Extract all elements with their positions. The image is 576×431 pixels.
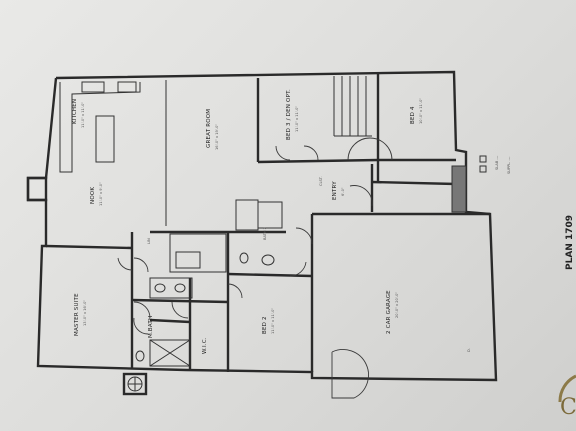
room-label-bed4: BED 4 <box>410 106 416 124</box>
svg-text:10'-0" x 11'-0": 10'-0" x 11'-0" <box>419 98 423 124</box>
svg-text:6'-0": 6'-0" <box>341 187 345 196</box>
svg-text:11'-0" x 11'-0": 11'-0" x 11'-0" <box>81 102 85 128</box>
svg-text:CLST.: CLST. <box>319 176 323 186</box>
room-label-bed3: BED 3 / DEN OPT. <box>286 89 292 140</box>
room-label-bed2: BED 2 <box>262 316 268 334</box>
svg-text:11'-0" x 9'-0": 11'-0" x 9'-0" <box>99 182 103 206</box>
room-label-entry: ENTRY <box>332 181 338 200</box>
exterior-walls <box>26 70 498 382</box>
svg-text:20'-0" x 20'-0": 20'-0" x 20'-0" <box>395 292 399 318</box>
builder-logo: C <box>558 374 576 420</box>
interior-walls <box>45 74 490 396</box>
room-label-nook: NOOK <box>90 187 96 204</box>
room-label-kitchen: KITCHEN <box>72 99 78 124</box>
svg-text:BATH 2: BATH 2 <box>263 227 267 240</box>
plan-title: PLAN 1709 <box>565 215 575 270</box>
room-labels: KITCHEN 11'-0" x 11'-0" NOOK 11'-0" x 9'… <box>72 89 423 354</box>
door-swings <box>117 137 393 399</box>
logo-letter: C <box>560 395 576 420</box>
svg-text:16'-0" x 19'-0": 16'-0" x 19'-0" <box>215 124 219 150</box>
svg-text:13'-0" x 16'-0": 13'-0" x 16'-0" <box>83 300 87 326</box>
svg-text:LIN: LIN <box>147 238 151 244</box>
room-label-great-room: GREAT ROOM <box>206 109 212 148</box>
room-label-master-suite: MASTER SUITE <box>74 293 80 336</box>
svg-text:D.: D. <box>467 348 471 352</box>
svg-text:11'-0" x 11'-0": 11'-0" x 11'-0" <box>295 106 299 132</box>
room-label-mbath: M.BATH <box>148 316 154 338</box>
room-label-garage: 2 CAR GARAGE <box>386 290 392 334</box>
room-label-wic: W.I.C. <box>202 337 208 354</box>
svg-text:11'-0" x 11'-0": 11'-0" x 11'-0" <box>271 308 275 334</box>
svg-text:SUPPL. ---: SUPPL. --- <box>507 156 511 174</box>
svg-text:SLAB ---: SLAB --- <box>495 155 499 170</box>
annotation-marks: SLAB --- SUPPL. --- CLST. LIN BATH 2 D. <box>147 155 511 352</box>
